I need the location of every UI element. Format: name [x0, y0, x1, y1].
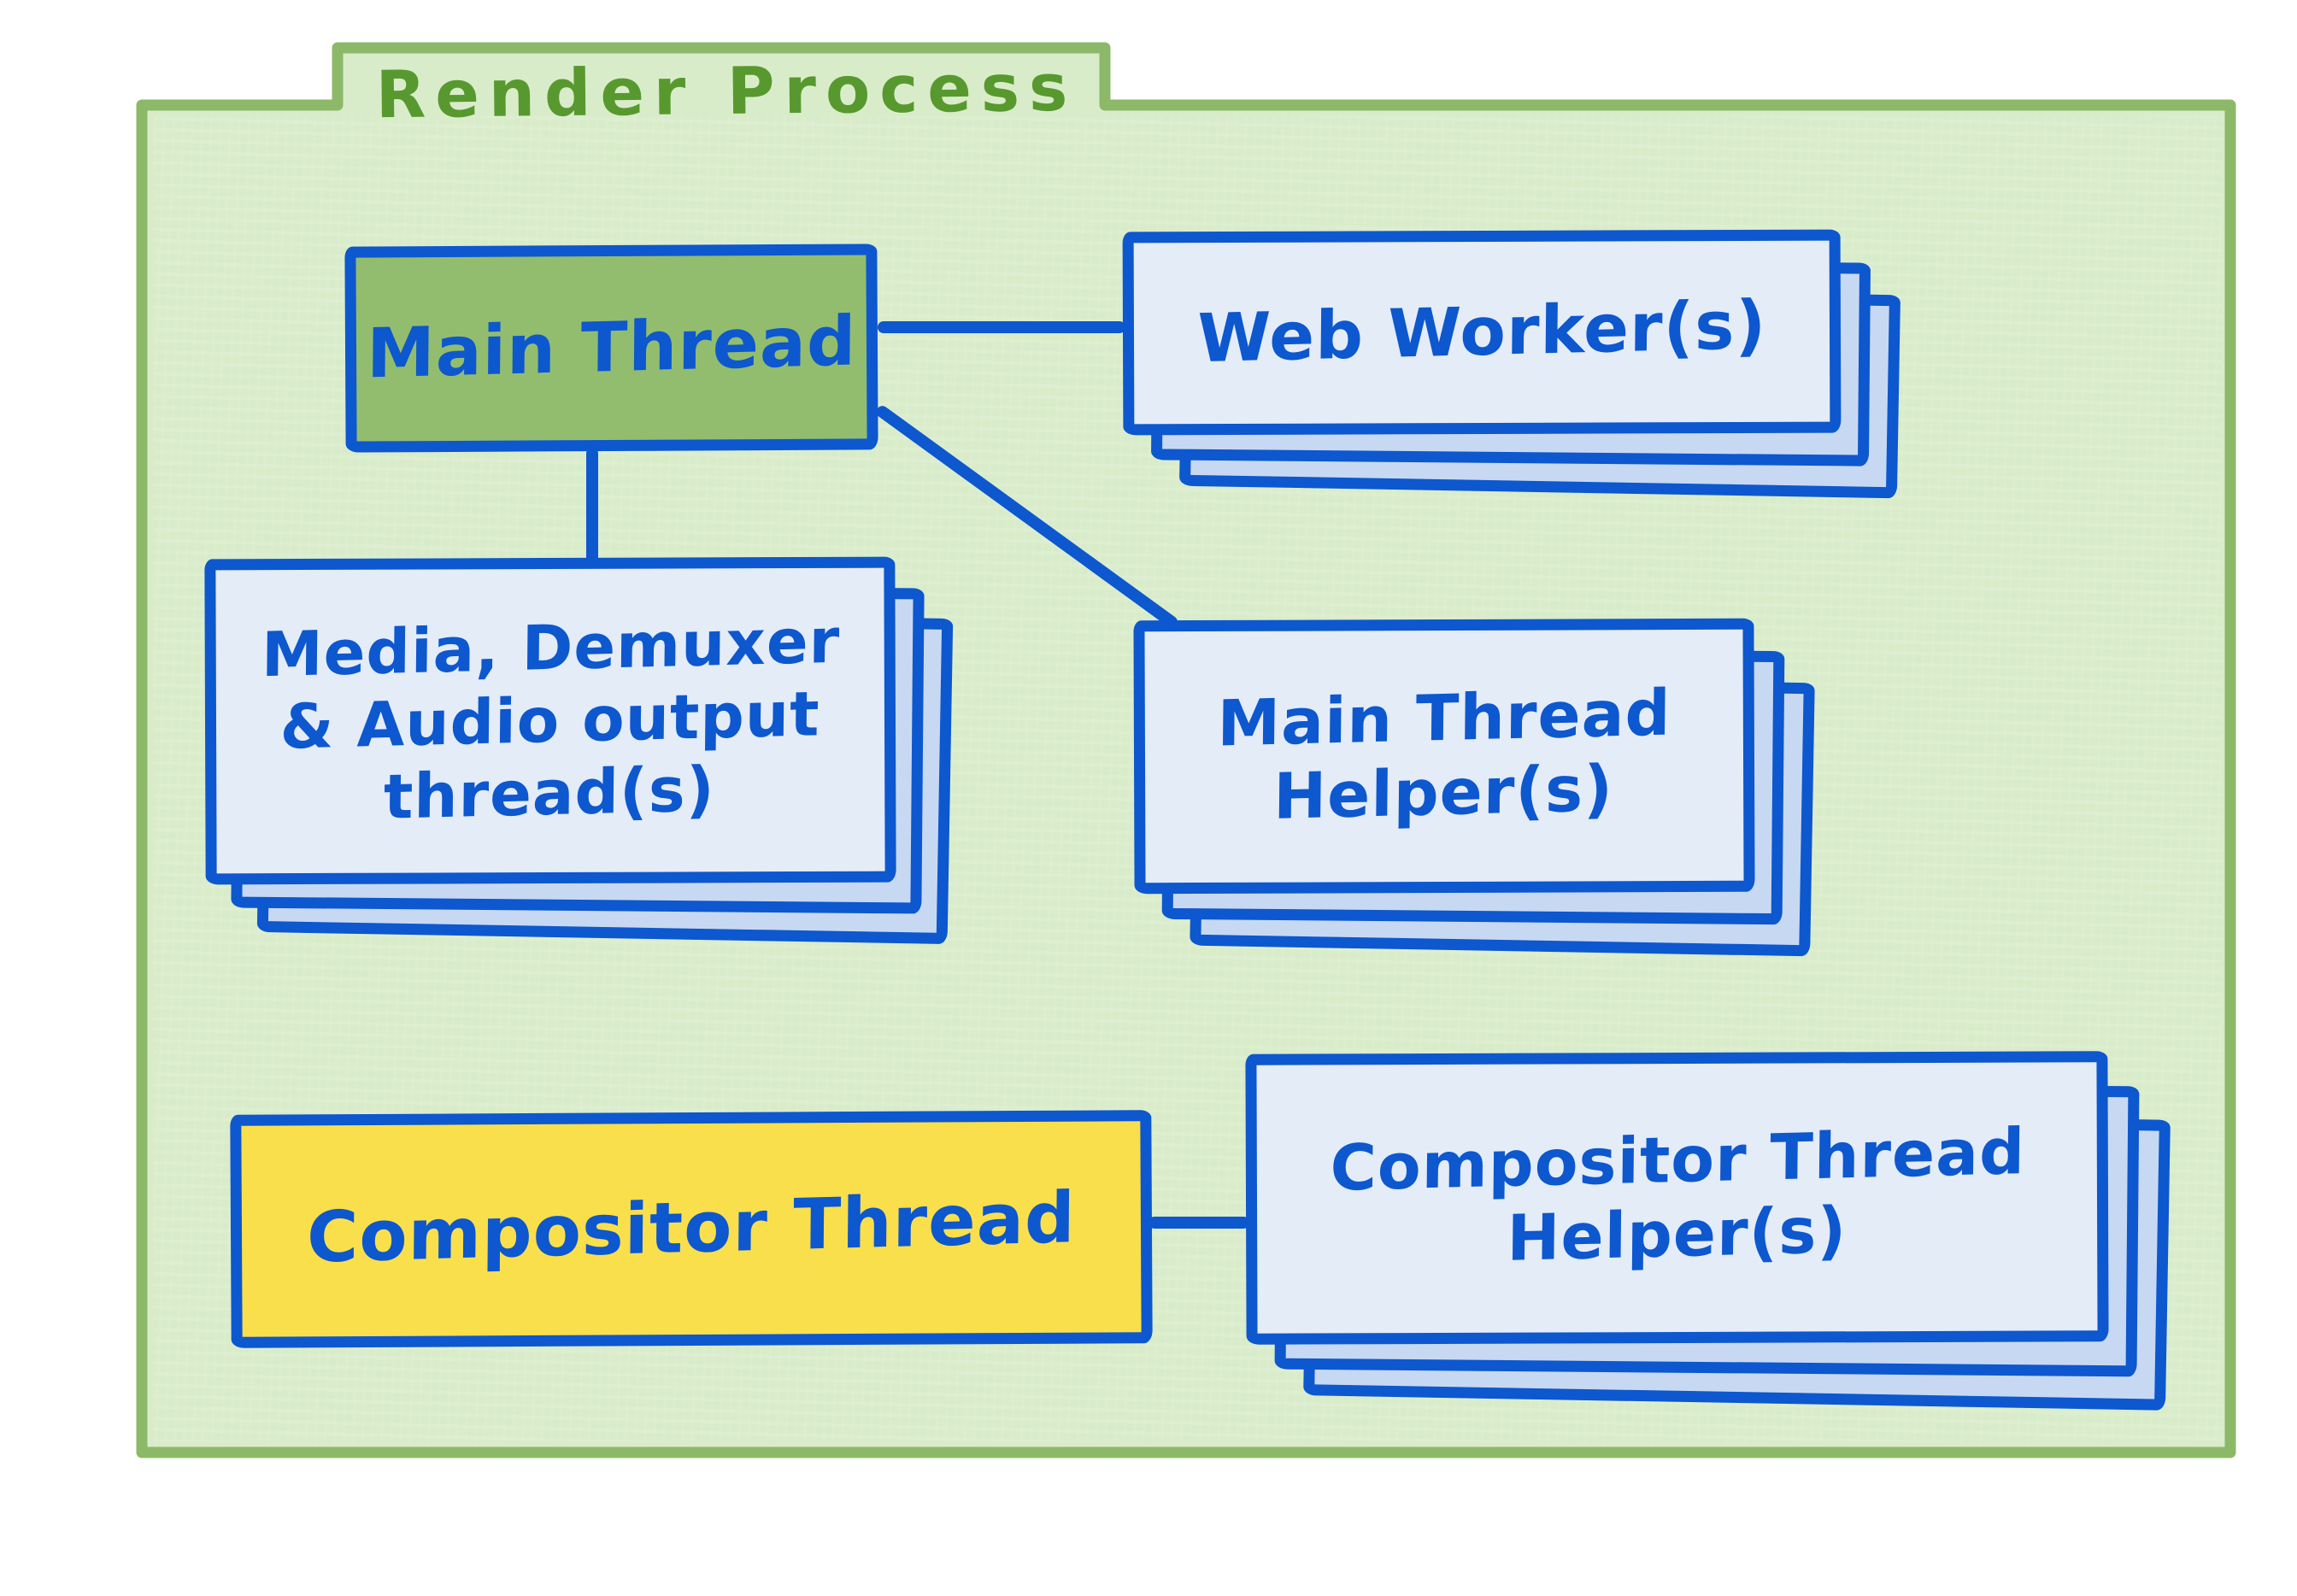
- stack-card-front: Main Thread Helper(s): [1133, 618, 1755, 895]
- edge-main-thread-media-threads: [586, 448, 598, 564]
- node-media-demuxer-audio-threads: Media, Demuxer & Audio output thread(s): [204, 556, 954, 945]
- node-web-workers-label: Web Worker(s): [1196, 286, 1767, 378]
- diagram-title: Render Process: [375, 49, 1078, 132]
- node-compositor-thread-label: Compositor Thread: [306, 1177, 1077, 1279]
- stack-card-front: Compositor Thread Helper(s): [1245, 1051, 2109, 1345]
- node-main-thread: Main Thread: [344, 244, 878, 453]
- node-main-thread-label: Main Thread: [366, 301, 857, 394]
- stack-card-front: Web Worker(s): [1122, 229, 1842, 436]
- stack-card-front: Media, Demuxer & Audio output thread(s): [204, 556, 896, 885]
- edge-compositor-thread-helpers: [1148, 1217, 1249, 1229]
- node-compositor-thread: Compositor Thread: [230, 1110, 1153, 1348]
- node-compositor-thread-helpers: Compositor Thread Helper(s): [1245, 1051, 2171, 1411]
- node-main-thread-helpers: Main Thread Helper(s): [1133, 618, 1815, 957]
- node-main-thread-helpers-label: Main Thread Helper(s): [1217, 676, 1672, 834]
- node-media-threads-label: Media, Demuxer & Audio output thread(s): [261, 604, 841, 833]
- node-web-workers: Web Worker(s): [1122, 229, 1901, 499]
- edge-main-thread-web-workers: [878, 321, 1125, 333]
- node-compositor-thread-helpers-label: Compositor Thread Helper(s): [1329, 1114, 2026, 1276]
